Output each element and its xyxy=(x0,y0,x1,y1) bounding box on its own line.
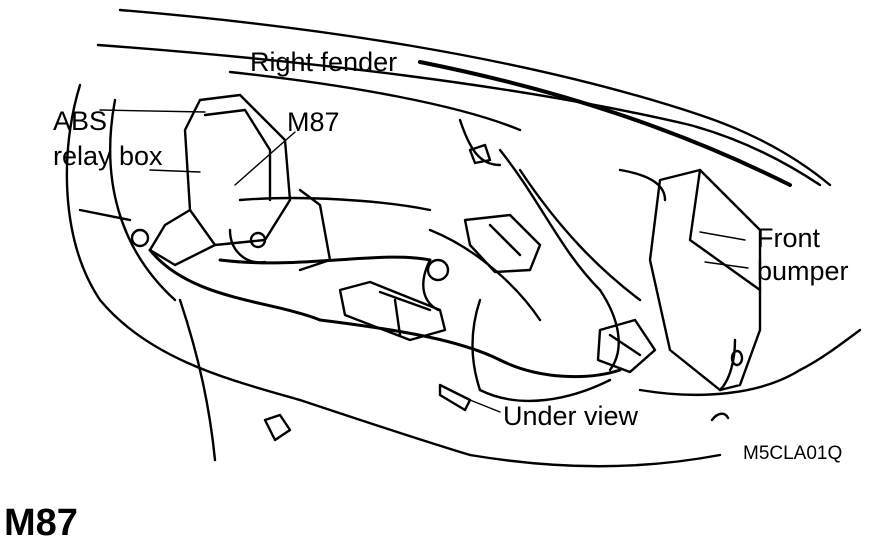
harness-connector-shape xyxy=(463,213,657,374)
front-bumper-shape xyxy=(618,168,762,392)
leader-lines xyxy=(99,109,749,413)
label-front-line2: bumper xyxy=(757,256,849,286)
abs-relay-box-shape xyxy=(148,93,292,267)
label-abs-line1: ABS xyxy=(53,106,108,136)
label-under-view: Under view xyxy=(503,401,639,431)
label-right-fender: Right fender xyxy=(250,47,398,77)
label-m87-callout: M87 xyxy=(287,107,340,137)
figure-code: M5CLA01Q xyxy=(743,443,843,464)
label-front-line1: Front xyxy=(757,223,821,253)
wheel-house-outline xyxy=(65,83,862,468)
wiring-harness xyxy=(148,148,642,403)
connector-title: M87 xyxy=(4,502,78,544)
panel-details xyxy=(263,118,730,442)
label-abs-line2: relay box xyxy=(53,141,163,171)
mounting-bracket xyxy=(130,188,450,312)
fender-outline xyxy=(96,8,832,187)
m87-connector-shape xyxy=(338,280,447,342)
